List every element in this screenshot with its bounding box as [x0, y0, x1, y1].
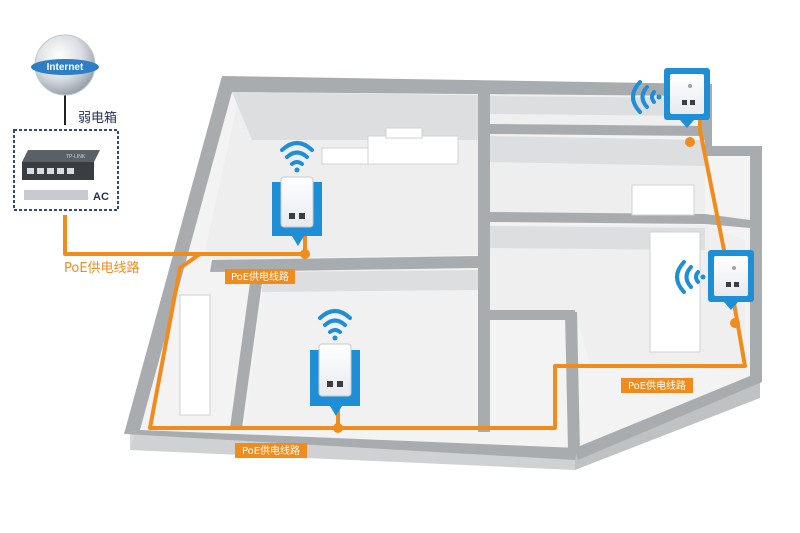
- joint-right: [730, 318, 740, 328]
- ap-port: [726, 282, 731, 287]
- tv-cabinet: [367, 135, 459, 165]
- ap-led: [688, 84, 692, 88]
- poe-main-label: PoE供电线路: [64, 260, 140, 276]
- joint-living: [300, 249, 310, 259]
- ap-body: [318, 343, 352, 397]
- wall-face-top: [232, 92, 478, 140]
- wifi-icon: [280, 141, 314, 166]
- wall-corridor: [490, 310, 575, 320]
- wall-face-right-mid: [490, 136, 705, 166]
- poe-tag-label: PoE供电线路: [628, 379, 686, 392]
- ap-port: [299, 213, 305, 219]
- poe-line-main: [63, 215, 305, 256]
- wall-outer-bottom: [124, 430, 578, 460]
- wifi-dot: [656, 94, 662, 100]
- wall-right-rooms-1: [490, 124, 705, 136]
- cabinet-title: 弱电箱: [78, 110, 117, 126]
- ap-port: [690, 100, 695, 105]
- switch-ports: [27, 168, 74, 174]
- internet-globe: Internet: [31, 34, 99, 125]
- wall-outer-top: [222, 76, 712, 96]
- ap-port: [289, 213, 295, 219]
- cabinet: 弱电箱 TP-LINK AC: [13, 110, 119, 211]
- shelf-unit: [321, 147, 369, 165]
- wall-right-rooms-2: [490, 212, 750, 228]
- switch-port: [67, 168, 74, 174]
- walls: [124, 76, 762, 460]
- poe-tag-label: PoE供电线路: [242, 444, 300, 457]
- internet-label: Internet: [47, 62, 84, 73]
- poe-tag-bg: [235, 443, 307, 458]
- ap-plate: [670, 74, 704, 114]
- poe-tag-label: PoE供电线路: [231, 270, 289, 283]
- ap-port: [734, 282, 739, 287]
- wifi-icon: [318, 309, 352, 334]
- switch-brand: TP-LINK: [66, 154, 86, 160]
- ap-port: [337, 381, 343, 387]
- poe-tag-bg: [621, 378, 693, 393]
- slab-right-face: [575, 380, 760, 470]
- wall-outer-right-step: [700, 146, 762, 156]
- ac-label: AC: [93, 191, 109, 203]
- switch-port: [57, 168, 64, 174]
- wifi-dot: [294, 167, 300, 173]
- wall-outer-right: [750, 150, 762, 382]
- wall-interior-vertical: [478, 92, 490, 432]
- ac-unit: [24, 190, 88, 200]
- wall-outer-right-bottom: [575, 376, 762, 460]
- poe-line-loop: [148, 120, 747, 430]
- globe-band: [31, 59, 99, 75]
- furniture: [179, 127, 701, 416]
- joint-top-right: [685, 137, 695, 147]
- right-room-wardrobe: [649, 231, 701, 353]
- wall-corridor-vertical: [565, 312, 580, 452]
- ap-led: [732, 266, 736, 270]
- wifi-icon: [631, 80, 656, 114]
- poe-joints: [300, 137, 740, 433]
- switch-port: [27, 168, 34, 174]
- joint-bedroom: [333, 423, 343, 433]
- wall-ap-right: [675, 250, 754, 310]
- slab-front-face: [130, 432, 575, 470]
- wifi-dot: [700, 274, 706, 280]
- poe-tag: PoE供电线路: [235, 443, 307, 458]
- wall-face-bedroom: [262, 270, 478, 292]
- bedroom-floor: [245, 270, 478, 425]
- right-room-bed: [631, 184, 695, 216]
- switch-port: [47, 168, 54, 174]
- wall-face-right-top: [490, 96, 700, 116]
- ap-port: [682, 100, 687, 105]
- wall-ap-top-right: [631, 68, 710, 128]
- wifi-dot: [332, 335, 338, 341]
- desk-ap-living: [272, 141, 322, 246]
- ap-pointer: [680, 120, 694, 128]
- wifi-icon: [675, 260, 700, 294]
- wall-bedroom-left: [230, 268, 264, 428]
- ap-plate: [714, 256, 748, 296]
- switch-port: [37, 168, 44, 174]
- poe-tag-bg: [225, 269, 295, 284]
- poe-switch-top: [22, 150, 100, 162]
- wall-living-bedroom: [210, 256, 478, 272]
- ap-body: [280, 176, 314, 228]
- ap-port: [327, 381, 333, 387]
- corridor-cabinet: [179, 294, 211, 416]
- desk-ap-bedroom: [310, 309, 360, 416]
- poe-tag: PoE供电线路: [225, 269, 295, 284]
- ap-pointer: [724, 302, 738, 310]
- tv-cabinet-top: [385, 127, 423, 139]
- poe-tag: PoE供电线路: [621, 378, 693, 393]
